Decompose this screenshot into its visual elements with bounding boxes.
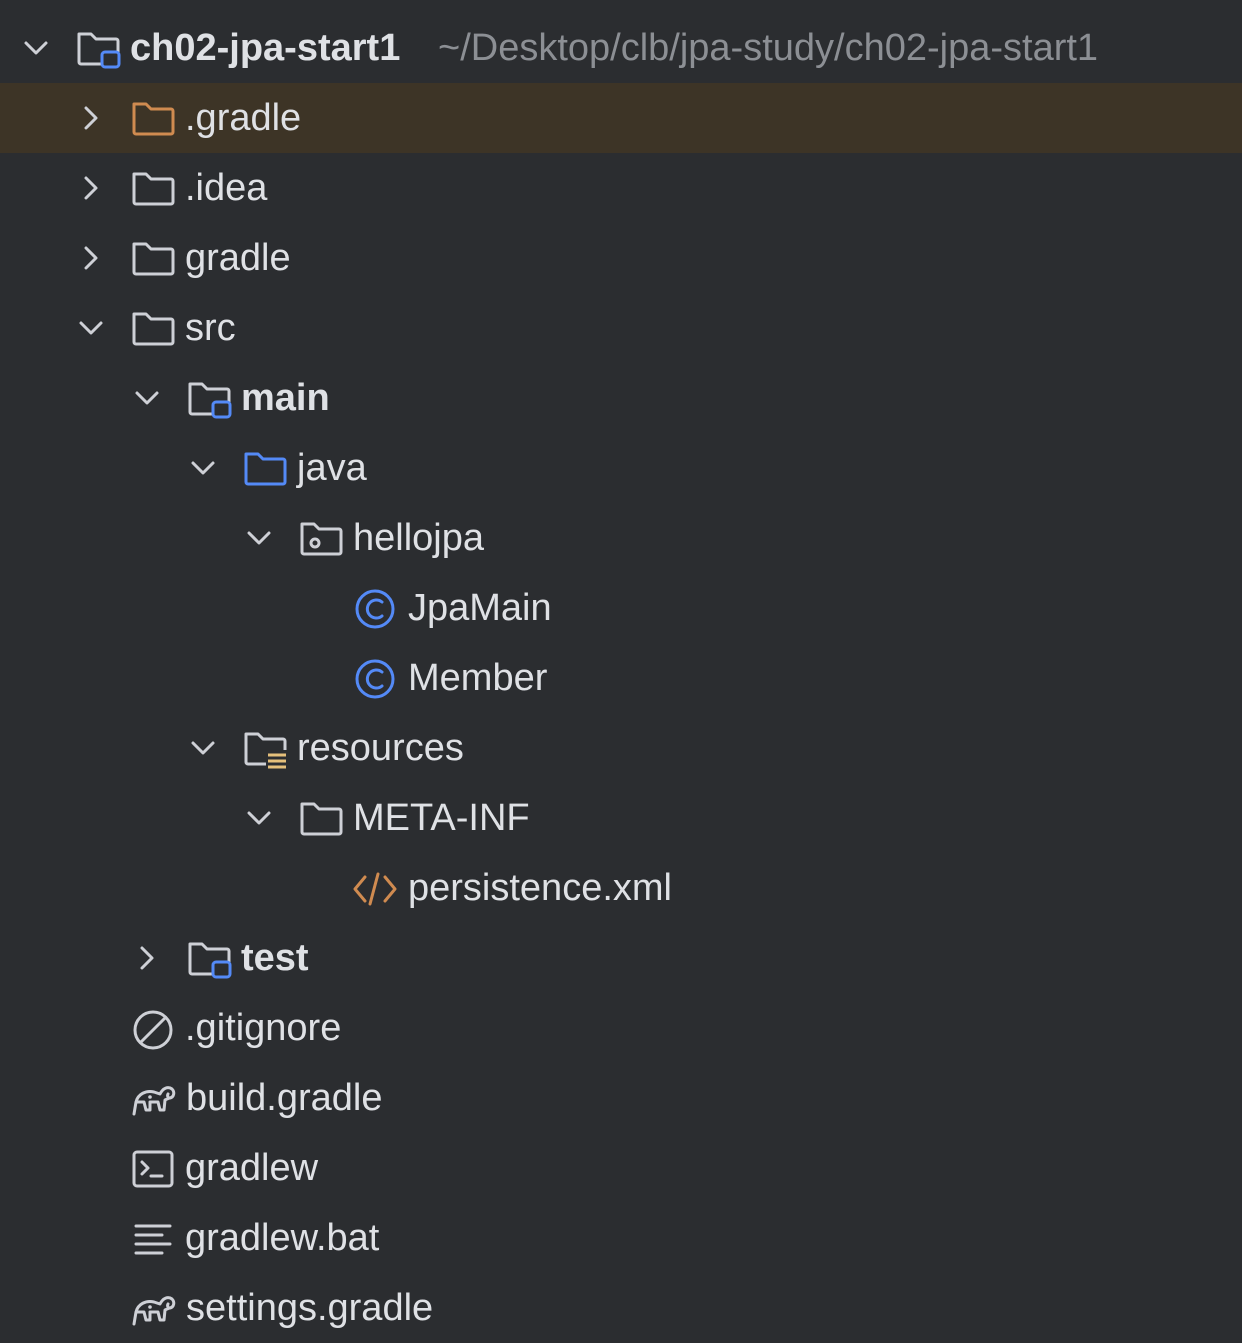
- tree-row-test[interactable]: test: [0, 923, 1242, 993]
- module-folder-icon: [188, 382, 232, 419]
- tree-label-member: Member: [408, 657, 548, 699]
- folder-icon: [300, 802, 343, 836]
- tree-row-main[interactable]: main: [0, 363, 1242, 433]
- chevron-down-icon[interactable]: [132, 383, 162, 413]
- tree-label-hellojpa: hellojpa: [353, 517, 484, 559]
- tree-label-jpamain: JpaMain: [408, 587, 552, 629]
- module-folder-icon: [77, 32, 121, 69]
- tree-label-resources: resources: [297, 727, 464, 769]
- tree-row-persistence-xml[interactable]: persistence.xml: [0, 853, 1242, 923]
- folder-icon: [132, 172, 175, 206]
- tree-row-hellojpa[interactable]: hellojpa: [0, 503, 1242, 573]
- chevron-down-icon[interactable]: [21, 33, 51, 63]
- tree-row-member[interactable]: Member: [0, 643, 1242, 713]
- tree-row-settings-gradle[interactable]: settings.gradle: [0, 1273, 1242, 1343]
- tree-row-gradlew-bat[interactable]: gradlew.bat: [0, 1203, 1242, 1273]
- tree-row-gradle[interactable]: gradle: [0, 223, 1242, 293]
- project-name: ch02-jpa-start1: [130, 27, 401, 69]
- tree-row-gradle-dot[interactable]: .gradle: [0, 83, 1242, 153]
- tree-label-gradle-dot: .gradle: [185, 97, 302, 139]
- tree-label-gradlew: gradlew: [185, 1147, 319, 1189]
- tree-row-jpamain[interactable]: JpaMain: [0, 573, 1242, 643]
- folder-icon: [132, 242, 175, 276]
- tree-row-java[interactable]: java: [0, 433, 1242, 503]
- resources-folder-icon: [244, 732, 288, 769]
- chevron-down-icon[interactable]: [188, 733, 218, 763]
- class-icon: [355, 589, 395, 629]
- tree-label-main: main: [241, 377, 330, 419]
- chevron-down-icon[interactable]: [244, 523, 274, 553]
- chevron-right-icon[interactable]: [132, 943, 162, 973]
- package-icon: [300, 522, 343, 556]
- tree-label-gitignore: .gitignore: [185, 1007, 342, 1049]
- tree-label-settings-gradle: settings.gradle: [186, 1287, 434, 1329]
- project-path: ~/Desktop/clb/jpa-study/ch02-jpa-start1: [438, 27, 1099, 69]
- chevron-right-icon[interactable]: [76, 103, 106, 133]
- tree-label-gradle: gradle: [185, 237, 291, 279]
- tree-row-gradlew[interactable]: gradlew: [0, 1133, 1242, 1203]
- tree-label-idea: .idea: [185, 167, 268, 209]
- folder-icon: [132, 102, 175, 136]
- class-icon: [355, 659, 395, 699]
- tree-row-idea[interactable]: .idea: [0, 153, 1242, 223]
- shell-script-icon: [132, 1150, 174, 1188]
- chevron-right-icon[interactable]: [76, 243, 106, 273]
- tree-label-persistence-xml: persistence.xml: [408, 867, 672, 909]
- tree-row-src[interactable]: src: [0, 293, 1242, 363]
- gradle-icon: [132, 1086, 176, 1116]
- module-folder-icon: [188, 942, 232, 979]
- tree-row-meta-inf[interactable]: META-INF: [0, 783, 1242, 853]
- chevron-down-icon[interactable]: [76, 313, 106, 343]
- tree-label-build-gradle: build.gradle: [186, 1077, 383, 1119]
- source-folder-icon: [244, 452, 287, 486]
- tree-row-build-gradle[interactable]: build.gradle: [0, 1063, 1242, 1133]
- gradle-icon: [132, 1296, 176, 1326]
- tree-label-gradlew-bat: gradlew.bat: [185, 1217, 380, 1259]
- text-file-icon: [134, 1224, 172, 1255]
- gitignore-icon: [133, 1010, 173, 1050]
- xml-file-icon: [353, 872, 397, 906]
- tree-label-src: src: [185, 307, 236, 349]
- tree-row-gitignore[interactable]: .gitignore: [0, 993, 1242, 1063]
- chevron-down-icon[interactable]: [188, 453, 218, 483]
- tree-label-test: test: [241, 937, 309, 979]
- tree-row-project-root[interactable]: ch02-jpa-start1 ~/Desktop/clb/jpa-study/…: [0, 13, 1242, 83]
- folder-icon: [132, 312, 175, 346]
- tree-label-java: java: [297, 447, 367, 489]
- chevron-down-icon[interactable]: [244, 803, 274, 833]
- tree-row-resources[interactable]: resources: [0, 713, 1242, 783]
- tree-label-meta-inf: META-INF: [353, 797, 530, 839]
- chevron-right-icon[interactable]: [76, 173, 106, 203]
